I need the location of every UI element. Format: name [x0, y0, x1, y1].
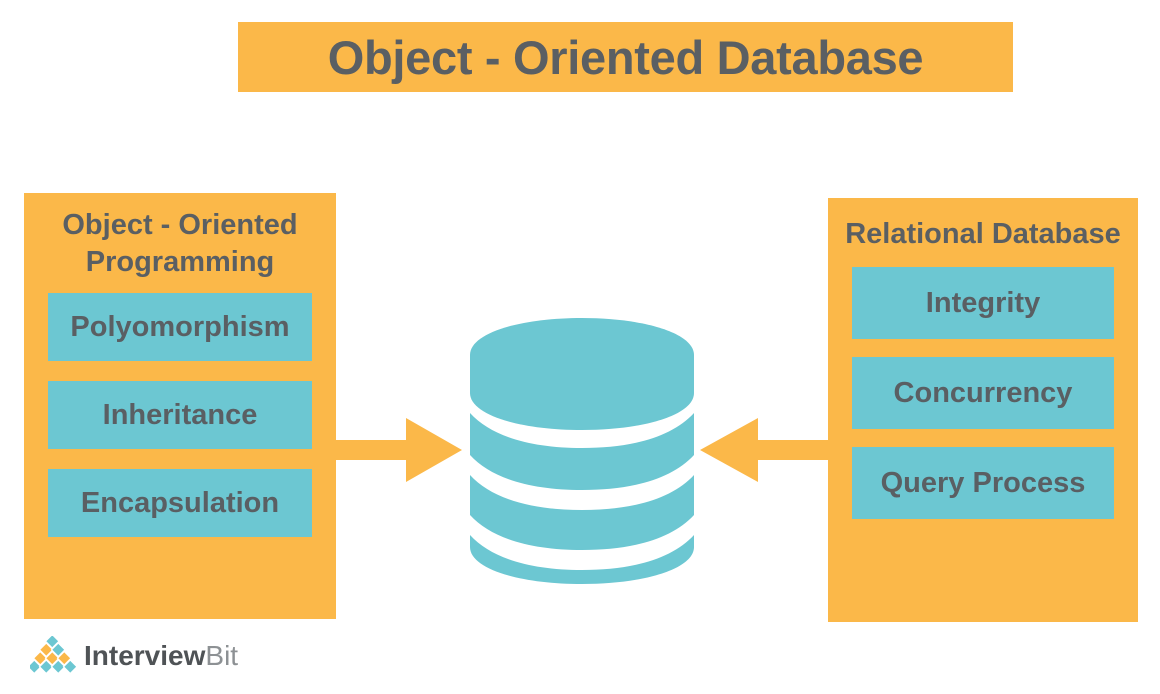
list-item: Inheritance — [48, 381, 312, 450]
list-item: Encapsulation — [48, 469, 312, 538]
list-item: Concurrency — [852, 357, 1114, 430]
arrow-rdb-to-database — [700, 414, 832, 486]
list-item: Polyomorphism — [48, 293, 312, 362]
database-cylinder-icon — [462, 315, 702, 587]
logo-word-primary: Interview — [84, 640, 206, 671]
panel-object-oriented-programming: Object - Oriented Programming Polyomorph… — [24, 193, 336, 619]
page-title-banner: Object - Oriented Database — [238, 22, 1013, 92]
list-item: Query Process — [852, 447, 1114, 520]
interviewbit-diamond-logo-icon — [26, 633, 78, 676]
panel-right-heading: Relational Database — [845, 218, 1121, 250]
interviewbit-logo: InterviewBit — [26, 633, 238, 678]
panel-relational-database: Relational Database Integrity Concurrenc… — [828, 198, 1138, 622]
interviewbit-wordmark: InterviewBit — [84, 642, 238, 670]
list-item: Integrity — [852, 267, 1114, 340]
page-title: Object - Oriented Database — [327, 30, 924, 84]
panel-left-heading: Object - Oriented Programming — [62, 209, 298, 279]
arrow-oop-to-database — [334, 414, 462, 486]
logo-word-secondary: Bit — [205, 640, 239, 671]
